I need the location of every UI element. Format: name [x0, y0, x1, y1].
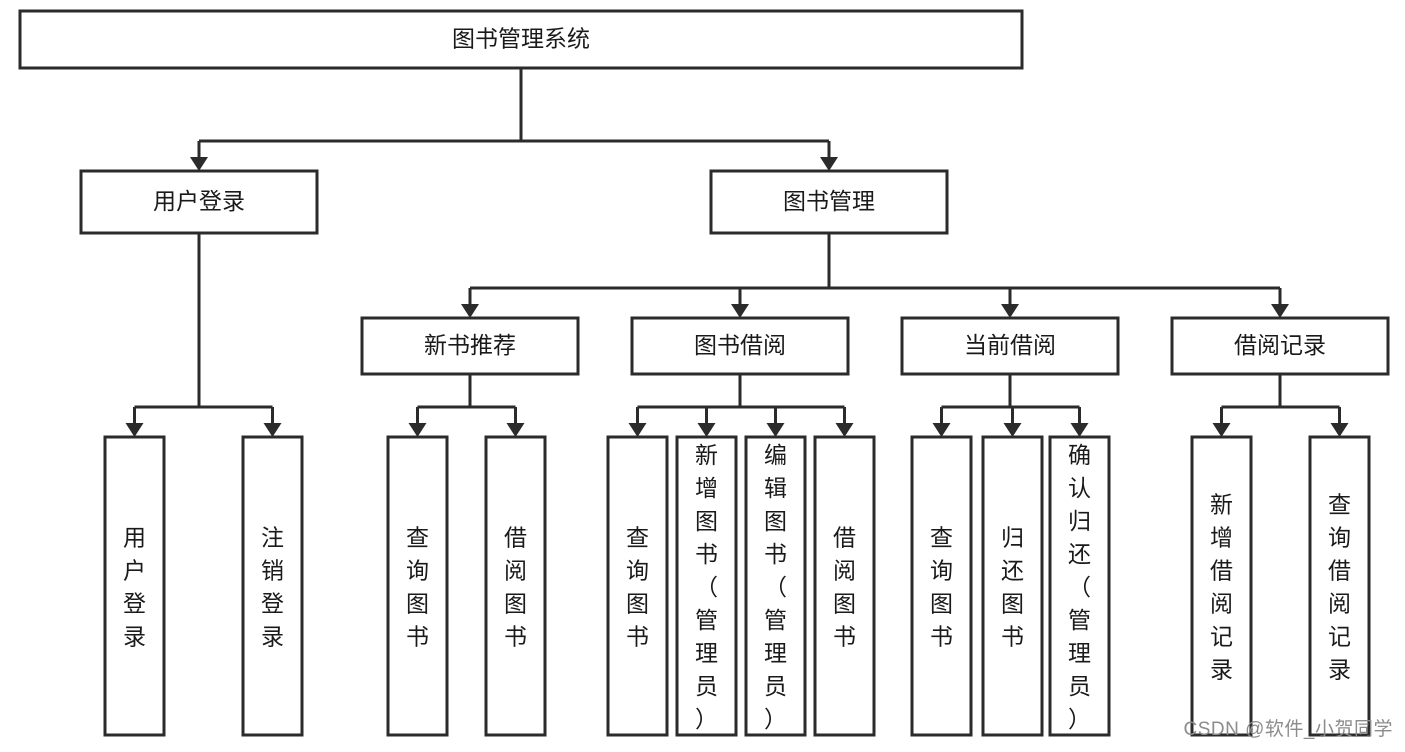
- node-label-leaf-add-book-admin: 新增图书（管理员）: [695, 442, 718, 732]
- node-leaf-user-login[interactable]: 用户登录: [103, 435, 166, 737]
- node-box-leaf-edit-book-admin: [744, 435, 807, 737]
- node-book-borrow[interactable]: 图书借阅: [630, 316, 850, 376]
- connector-group-new-book-rec: [408, 374, 525, 437]
- node-box-leaf-add-book-admin: [675, 435, 738, 737]
- connector-layer: [125, 68, 1349, 437]
- arrow-head-icon: [932, 423, 951, 437]
- node-label-leaf-query-book-brw: 查询图书: [626, 525, 649, 650]
- node-box-book-borrow: [630, 316, 850, 376]
- node-leaf-borrow-book-rec[interactable]: 借阅图书: [484, 435, 547, 737]
- node-box-leaf-query-book-cur: [910, 435, 973, 737]
- node-label-root: 图书管理系统: [452, 26, 590, 52]
- node-box-borrow-record: [1170, 316, 1390, 376]
- node-leaf-query-book-cur[interactable]: 查询图书: [910, 435, 973, 737]
- arrow-head-icon: [1001, 304, 1019, 318]
- node-label-new-book-rec: 新书推荐: [424, 332, 516, 358]
- arrow-head-icon: [125, 423, 144, 437]
- node-leaf-query-borrow-record[interactable]: 查询借阅记录: [1308, 435, 1371, 737]
- arrow-head-icon: [190, 157, 208, 171]
- node-leaf-logout-login[interactable]: 注销登录: [241, 435, 304, 737]
- node-leaf-edit-book-admin[interactable]: 编辑图书（管理员）: [744, 435, 807, 737]
- node-book-manage[interactable]: 图书管理: [709, 169, 949, 235]
- arrow-head-icon: [1330, 423, 1349, 437]
- node-user-login[interactable]: 用户登录: [79, 169, 319, 235]
- node-label-leaf-query-book-cur: 查询图书: [930, 525, 953, 650]
- node-label-borrow-record: 借阅记录: [1234, 332, 1326, 358]
- connector-group-borrow-record: [1212, 374, 1349, 437]
- node-box-leaf-query-book-rec: [386, 435, 449, 737]
- node-leaf-confirm-return-admin[interactable]: 确认归还（管理员）: [1048, 435, 1111, 737]
- node-leaf-add-borrow-record[interactable]: 新增借阅记录: [1190, 435, 1253, 737]
- node-label-leaf-query-borrow-record: 查询借阅记录: [1328, 492, 1351, 683]
- arrow-head-icon: [1070, 423, 1089, 437]
- node-label-user-login: 用户登录: [153, 188, 245, 214]
- arrow-head-icon: [408, 423, 427, 437]
- node-layer: 图书管理系统用户登录图书管理新书推荐图书借阅当前借阅借阅记录用户登录注销登录查询…: [18, 9, 1390, 737]
- arrow-head-icon: [820, 157, 838, 171]
- node-box-new-book-rec: [360, 316, 580, 376]
- node-box-leaf-confirm-return-admin: [1048, 435, 1111, 737]
- node-label-current-borrow: 当前借阅: [964, 332, 1056, 358]
- connector-group-current-borrow: [932, 374, 1089, 437]
- connector-group-book-borrow: [628, 374, 854, 437]
- connector-group-user-login: [125, 233, 282, 437]
- arrow-head-icon: [461, 304, 479, 318]
- arrow-head-icon: [697, 423, 716, 437]
- node-box-leaf-add-borrow-record: [1190, 435, 1253, 737]
- node-box-root: [18, 9, 1024, 70]
- arrow-head-icon: [628, 423, 647, 437]
- node-box-leaf-borrow-book-rec: [484, 435, 547, 737]
- node-current-borrow[interactable]: 当前借阅: [900, 316, 1120, 376]
- connector-group-root: [190, 68, 838, 171]
- node-box-leaf-query-borrow-record: [1308, 435, 1371, 737]
- arrow-head-icon: [731, 304, 749, 318]
- node-label-leaf-borrow-book-rec: 借阅图书: [504, 525, 527, 650]
- node-label-leaf-edit-book-admin: 编辑图书（管理员）: [764, 442, 787, 732]
- arrow-head-icon: [1212, 423, 1231, 437]
- node-label-book-manage: 图书管理: [783, 188, 875, 214]
- node-label-leaf-borrow-book-brw: 借阅图书: [833, 525, 856, 650]
- node-new-book-rec[interactable]: 新书推荐: [360, 316, 580, 376]
- node-box-user-login: [79, 169, 319, 235]
- node-box-leaf-query-book-brw: [606, 435, 669, 737]
- arrow-head-icon: [1271, 304, 1289, 318]
- node-leaf-add-book-admin[interactable]: 新增图书（管理员）: [675, 435, 738, 737]
- node-leaf-borrow-book-brw[interactable]: 借阅图书: [813, 435, 876, 737]
- node-borrow-record[interactable]: 借阅记录: [1170, 316, 1390, 376]
- node-box-leaf-user-login: [103, 435, 166, 737]
- arrow-head-icon: [263, 423, 282, 437]
- node-leaf-return-book[interactable]: 归还图书: [981, 435, 1044, 737]
- arrow-head-icon: [766, 423, 785, 437]
- node-label-leaf-logout-login: 注销登录: [261, 525, 284, 650]
- node-box-leaf-logout-login: [241, 435, 304, 737]
- arrow-head-icon: [506, 423, 525, 437]
- node-label-leaf-confirm-return-admin: 确认归还（管理员）: [1068, 442, 1091, 732]
- arrow-head-icon: [1003, 423, 1022, 437]
- node-box-current-borrow: [900, 316, 1120, 376]
- node-root[interactable]: 图书管理系统: [18, 9, 1024, 70]
- node-label-leaf-query-book-rec: 查询图书: [406, 525, 429, 650]
- node-leaf-query-book-rec[interactable]: 查询图书: [386, 435, 449, 737]
- node-label-leaf-return-book: 归还图书: [1001, 525, 1024, 650]
- node-label-leaf-add-borrow-record: 新增借阅记录: [1210, 492, 1233, 683]
- node-box-leaf-borrow-book-brw: [813, 435, 876, 737]
- node-leaf-query-book-brw[interactable]: 查询图书: [606, 435, 669, 737]
- node-label-book-borrow: 图书借阅: [694, 332, 786, 358]
- arrow-head-icon: [835, 423, 854, 437]
- connector-group-book-manage: [461, 233, 1289, 318]
- node-box-book-manage: [709, 169, 949, 235]
- node-box-leaf-return-book: [981, 435, 1044, 737]
- node-label-leaf-user-login: 用户登录: [123, 525, 146, 650]
